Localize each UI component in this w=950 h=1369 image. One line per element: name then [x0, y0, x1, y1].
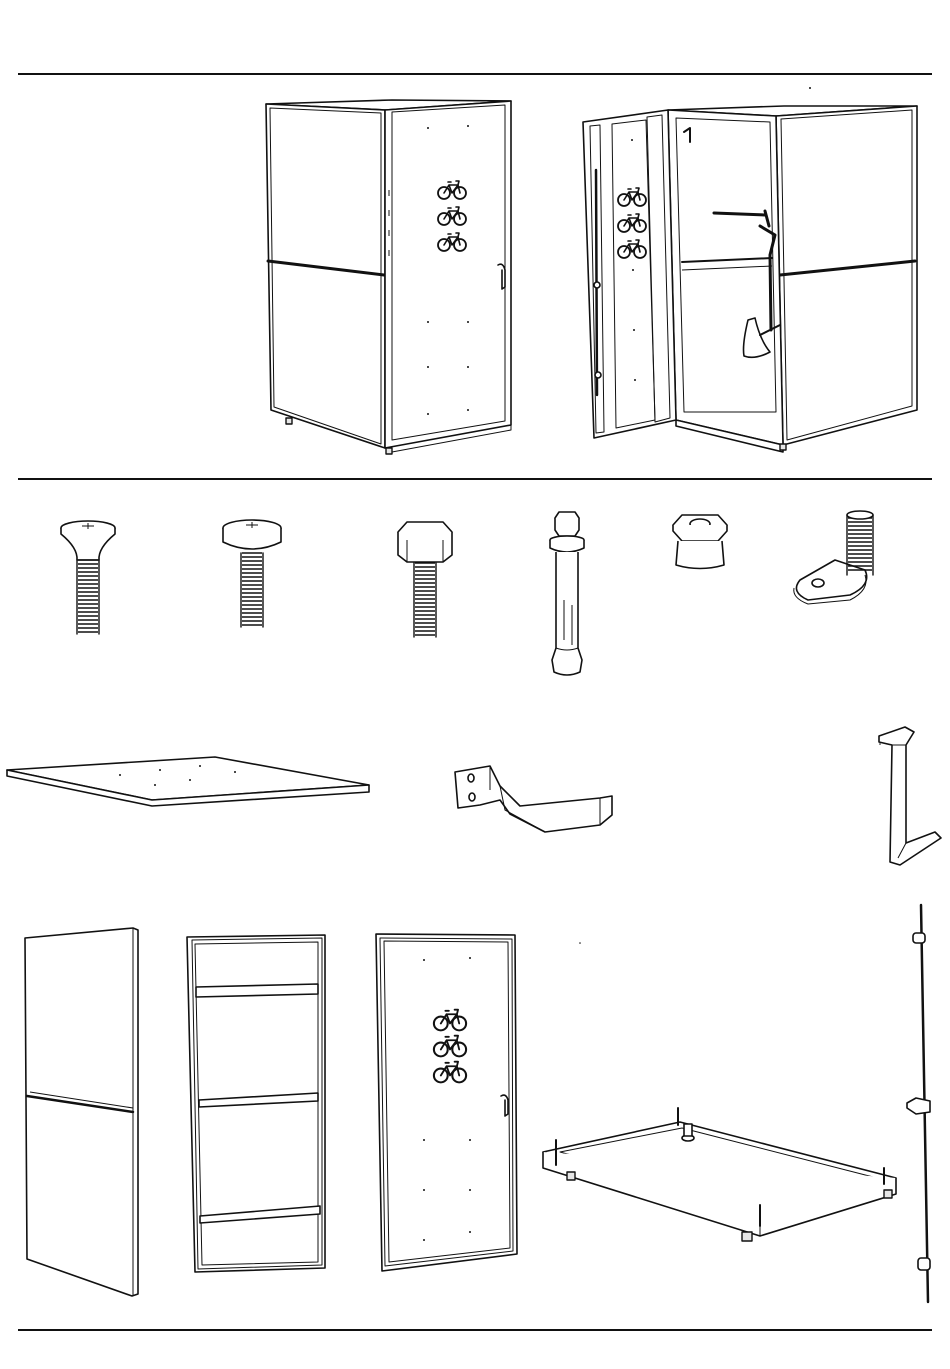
base-frame [543, 942, 896, 1241]
roof-panel [7, 757, 369, 806]
door-frame [187, 935, 325, 1272]
countersunk-screw [61, 521, 115, 634]
wall-hook [879, 727, 941, 865]
cap-nut [673, 515, 727, 569]
pan-head-screw [223, 520, 281, 627]
handlebar-holder [455, 766, 612, 832]
expansion-anchor [550, 512, 584, 675]
locking-rod [907, 905, 930, 1302]
open-cabinet-view [583, 87, 917, 452]
closed-cabinet-view [266, 100, 511, 454]
threaded-foot [794, 511, 873, 604]
door-panel [376, 934, 517, 1271]
hex-bolt [398, 522, 452, 637]
side-panel [25, 928, 138, 1296]
